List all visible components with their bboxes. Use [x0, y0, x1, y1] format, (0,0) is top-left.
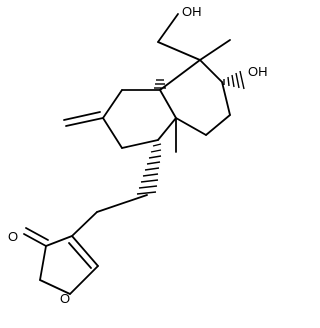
structure-canvas: OH OH [8, 4, 268, 306]
molecule-structure: OH OH [8, 4, 268, 306]
carbonyl-o-label: O [8, 229, 18, 244]
hydroxymethyl-oh-label: OH [182, 4, 202, 19]
ring-hydroxyl: OH [223, 64, 268, 90]
hydroxymethyl-group: OH [157, 4, 202, 61]
ring-hydroxyl-oh-label: OH [248, 64, 268, 79]
side-chain [71, 143, 162, 237]
ring-b [159, 59, 231, 136]
butenolide-ring: O O [8, 227, 99, 306]
ring-a [102, 89, 177, 149]
methylene-double-bond [63, 111, 104, 127]
methyl-top [199, 39, 231, 61]
ring-o-label: O [60, 291, 70, 306]
ring-fusion-hash [154, 79, 166, 89]
